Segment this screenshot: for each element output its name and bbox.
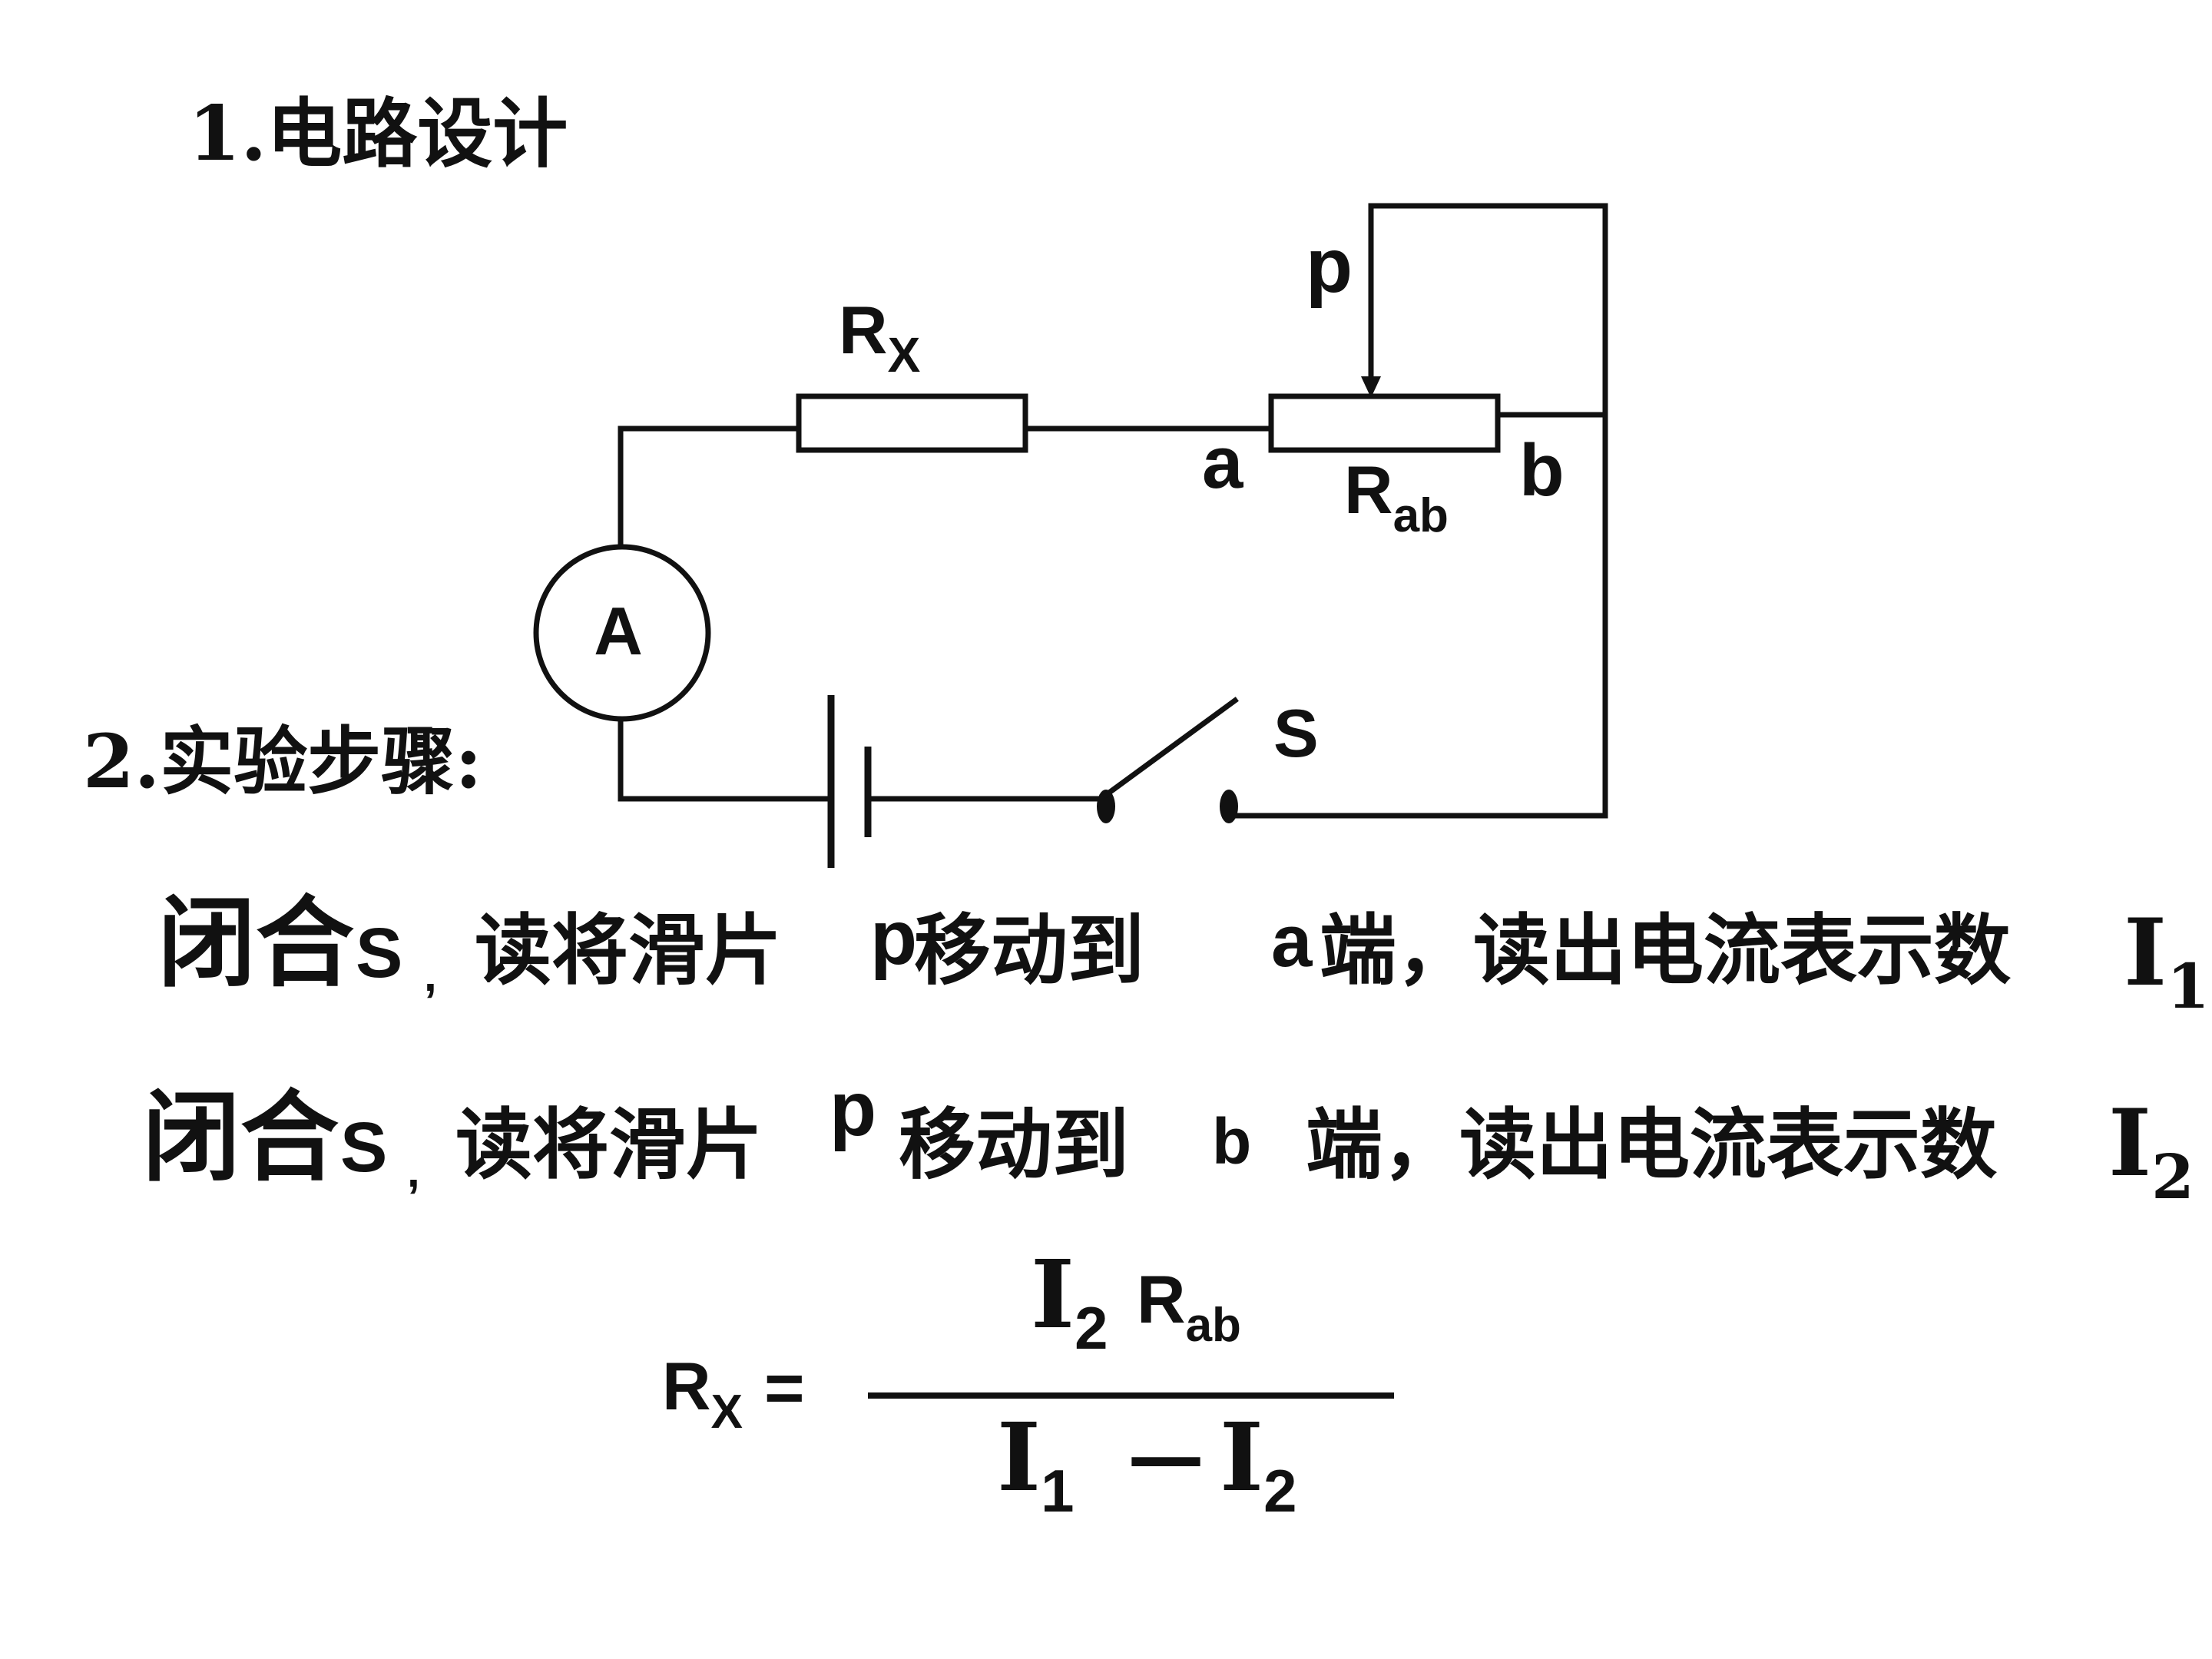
step-2-text-a: 闭合 [142,1080,339,1195]
step-2-text-b: 读将滑片 [455,1099,763,1190]
step-1-text-a: 闭合 [157,886,354,1001]
step-1-s: S [356,914,402,992]
circuit-diagram: A RX p a b Rab S [533,203,1608,868]
formula-lhs: RX [662,1348,743,1439]
formula-equals: = [764,1350,805,1427]
step-1-text-d: 端，读出电流表示数 [1320,905,2011,995]
step-2-p: p [830,1066,876,1152]
step-2-s: S [340,1108,387,1187]
step-1-comma: , [424,949,437,1001]
formula-numerator-current: I2 [1031,1239,1108,1362]
formula-denominator-i1: I1 [997,1402,1074,1525]
step-1-current: I1 [2124,899,2210,1022]
formula: RX = I2 Rab I1 — I2 [662,1239,1394,1525]
step-2-b: b [1212,1105,1251,1177]
terminal-a-label: a [1202,422,1243,504]
step-1-a: a [1271,900,1313,982]
formula-denominator-i2: I2 [1220,1402,1296,1525]
rx-label: RX [839,292,921,382]
step-2-current: I2 [2108,1089,2194,1213]
slider-p-label: p [1306,223,1353,309]
step-1: 闭合 S , 读将滑片 p 移动到 a 端，读出电流表示数 I1 [157,886,2210,1022]
switch-right-contact [1220,790,1238,823]
ammeter-label: A [594,593,643,669]
step-2-comma: , [407,1145,420,1197]
step-1-p: p [870,895,917,981]
switch-label: S [1273,695,1319,771]
formula-numerator-rab: Rab [1137,1261,1241,1352]
step-1-text-c: 移动到 [914,905,1144,995]
step-2-text-c: 移动到 [899,1099,1129,1190]
steps-heading: 2.实验步骤: [83,718,482,805]
ammeter-icon [533,544,711,722]
switch-blade [1102,697,1239,799]
switch-left-contact [1097,790,1115,823]
terminal-b-label: b [1519,429,1565,512]
step-2: 闭合 S , 读将滑片 p 移动到 b 端，读出电流表示数 I2 [142,1066,2194,1213]
step-2-text-d: 端，读出电流表示数 [1306,1099,1997,1190]
design-heading: 1.电路设计 [188,90,568,178]
rheostat-rab [1268,393,1501,453]
rab-label: Rab [1344,452,1449,542]
formula-denominator-minus: — [1128,1410,1204,1501]
resistor-rx [796,393,1028,453]
step-1-text-b: 读将滑片 [475,905,782,995]
slider-arrow-icon [1361,376,1381,398]
